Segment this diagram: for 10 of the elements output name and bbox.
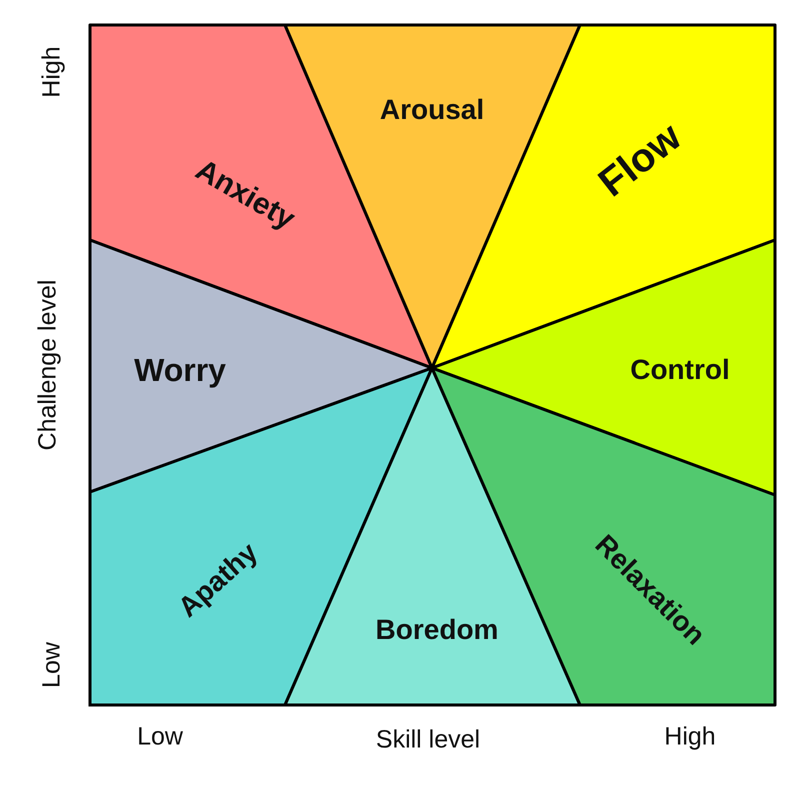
axis-tick-label: Low	[40, 642, 64, 688]
sector-label: Boredom	[376, 616, 498, 644]
sector-label: Arousal	[380, 96, 484, 124]
axis-tick-label: High	[40, 46, 64, 98]
axis-title: Skill level	[376, 728, 480, 752]
axis-title: Challenge level	[36, 280, 60, 450]
axis-tick-label: High	[664, 724, 716, 750]
sector-label: Worry	[134, 354, 226, 386]
sector-label: Control	[630, 356, 730, 384]
axis-tick-label: Low	[137, 724, 183, 750]
